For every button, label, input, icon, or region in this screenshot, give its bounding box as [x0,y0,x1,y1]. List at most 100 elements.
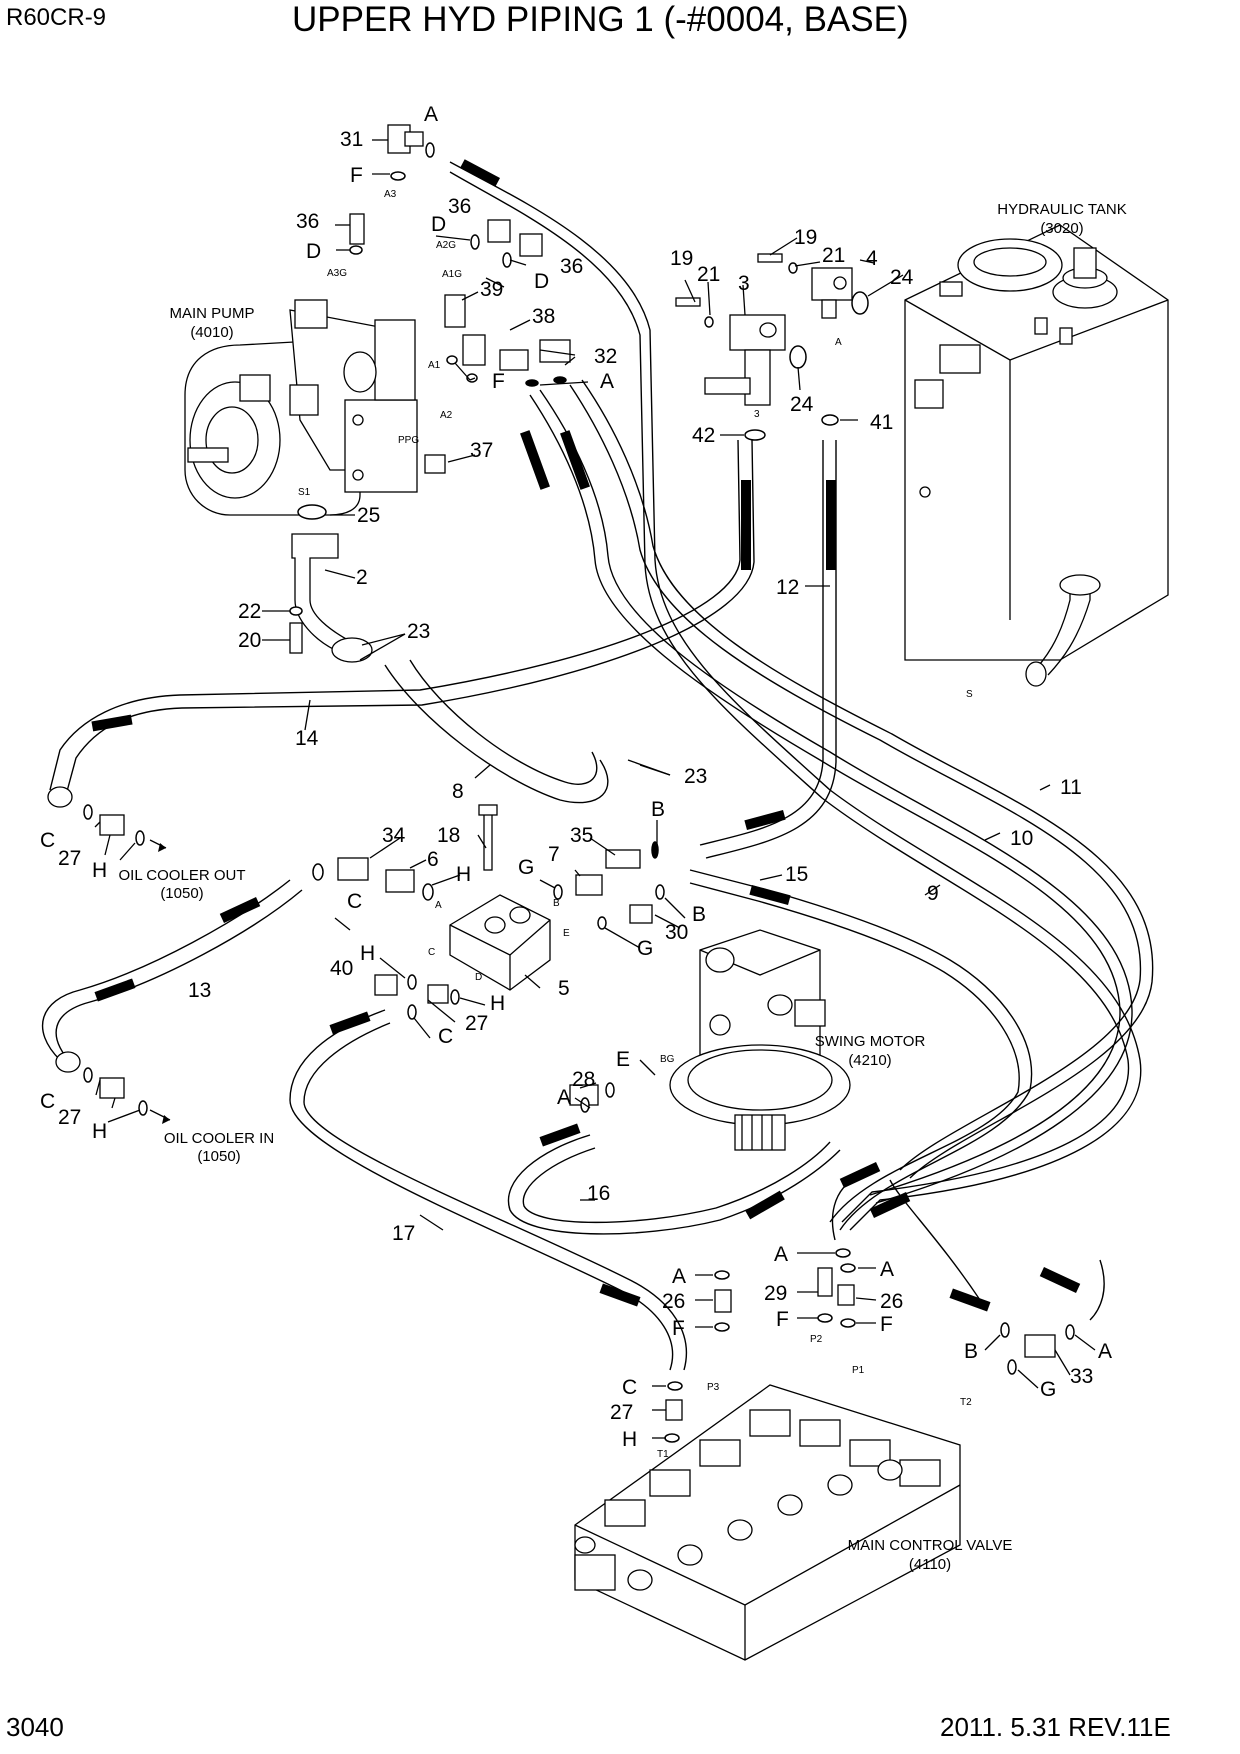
callout: F [350,164,363,187]
callout: 31 [340,128,363,151]
main-control-valve-label: MAIN CONTROL VALVE [848,1537,1013,1554]
block-fittings [312,841,665,1113]
callout: 27 [58,1106,81,1129]
callout: 21 [697,263,720,286]
callout: F [492,370,505,393]
pump-fittings [289,124,571,663]
svg-text:A2G: A2G [436,240,456,251]
callout: 39 [480,278,503,301]
callout: 35 [570,824,593,847]
callout: 28 [572,1068,595,1091]
callout: 6 [427,848,439,871]
svg-text:A1G: A1G [442,269,462,280]
callout: 30 [665,921,688,944]
callout: 36 [448,195,471,218]
svg-text:T1: T1 [657,1449,669,1460]
callout: 27 [465,1012,488,1035]
callout: D [306,240,321,263]
callout: 41 [870,411,893,434]
svg-text:S1: S1 [298,487,311,498]
svg-text:B: B [553,898,560,909]
callout: 7 [548,843,560,866]
leader-lines [94,139,1096,1439]
oil-cooler-in-fittings [55,1051,171,1124]
swing-motor-code: (4210) [848,1052,891,1069]
callout: 19 [794,226,817,249]
callout: B [651,798,665,821]
callout: 32 [594,345,617,368]
callout: 40 [330,957,353,980]
callout: 16 [587,1182,610,1205]
callout: F [672,1317,685,1340]
callout: 19 [670,247,693,270]
callout: 17 [392,1222,415,1245]
main-control-valve [574,1384,961,1661]
callout: G [637,937,653,960]
oil-cooler-out-label: OIL COOLER OUT [119,867,246,884]
callout: 3 [738,272,750,295]
callout: A [672,1265,686,1288]
svg-text:3: 3 [754,409,760,420]
callout: 23 [684,765,707,788]
callout: 4 [866,247,878,270]
callout: H [490,992,505,1015]
manifold-block-5 [449,804,551,991]
callout: 34 [382,824,406,847]
swing-motor [669,929,851,1151]
callout: D [534,270,549,293]
svg-text:P1: P1 [852,1365,865,1376]
callout: 29 [764,1282,787,1305]
callout: 5 [558,977,570,1000]
callout: 38 [532,305,555,328]
callout: H [360,942,375,965]
callout: A [880,1258,894,1281]
callout: 9 [927,882,939,905]
hydraulic-tank-label: HYDRAULIC TANK [997,201,1126,218]
callout: 10 [1010,827,1033,850]
callout: 37 [470,439,493,462]
callout: H [92,1120,107,1143]
callout: C [40,1090,55,1113]
callout: 21 [822,244,845,267]
callout: 26 [662,1290,685,1313]
callout: 33 [1070,1365,1093,1388]
callout: 14 [295,727,319,750]
block-port-labels: A B C D E [428,898,570,983]
callout: 20 [238,629,261,652]
callout: A [600,370,614,393]
callout: 8 [452,780,464,803]
callout: A [1098,1340,1112,1363]
callout: 26 [880,1290,903,1313]
callout: G [1040,1378,1056,1401]
svg-text:A3G: A3G [327,268,347,279]
callout: 11 [1060,776,1082,799]
callout: C [347,890,362,913]
callout: D [431,213,446,236]
callout: G [518,856,534,879]
mcv-fittings [664,1248,1075,1443]
svg-text:P3: P3 [707,1382,720,1393]
callout: 36 [296,210,319,233]
callout: 23 [407,620,430,643]
callout-labels: 31 A F 36 D 36 D 36 D 39 38 32 F A 37 25… [40,103,1112,1451]
main-pump [184,299,418,516]
svg-text:C: C [428,947,435,958]
callout: 18 [437,824,460,847]
pump-port-labels: A3 A2G A1G A3G A1 A2 PPG S1 [298,189,462,498]
mcv-port-labels: P2 P1 P3 T1 T2 [657,1334,972,1460]
callout: 2 [356,566,368,589]
revision-date: 2011. 5.31 REV.11E [940,1712,1171,1742]
callout: E [616,1048,630,1071]
swing-motor-label: SWING MOTOR [815,1033,926,1050]
svg-text:A: A [435,900,442,911]
callout: 27 [610,1401,633,1424]
callout: A [424,103,438,126]
svg-text:E: E [563,928,570,939]
svg-text:PPG: PPG [398,435,419,446]
callout: 13 [188,979,211,1002]
oil-cooler-out-fittings [47,786,167,852]
hydraulic-tank [904,224,1169,687]
main-pump-label: MAIN PUMP [169,305,254,322]
svg-text:A3: A3 [384,189,397,200]
